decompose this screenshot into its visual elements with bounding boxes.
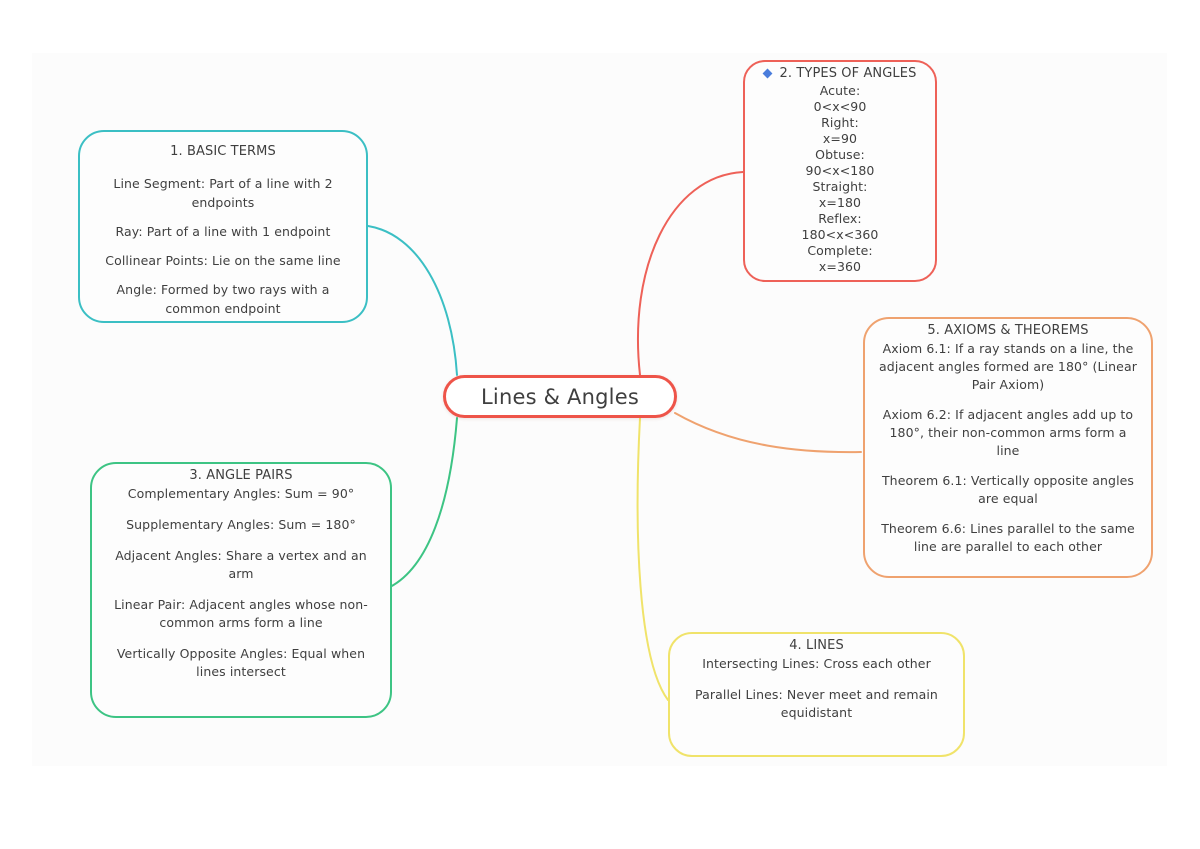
node-item: 180<x<360: [801, 227, 879, 242]
node-types-of-angles-title-row: 2. TYPES OF ANGLES: [753, 64, 927, 83]
node-axioms-theorems[interactable]: 5. AXIOMS & THEOREMS Axiom 6.1: If a ray…: [863, 317, 1153, 578]
node-axioms-theorems-title: 5. AXIOMS & THEOREMS: [927, 323, 1089, 338]
node-types-of-angles[interactable]: 2. TYPES OF ANGLES Acute: 0<x<90 Right: …: [743, 60, 937, 282]
node-item: Angle: Formed by two rays with a common …: [116, 282, 330, 316]
node-item: x=180: [818, 195, 862, 210]
node-item: Parallel Lines: Never meet and remain eq…: [695, 687, 938, 720]
node-item: Collinear Points: Lie on the same line: [105, 253, 341, 268]
central-topic-label: Lines & Angles: [481, 384, 639, 409]
node-basic-terms-title: 1. BASIC TERMS: [170, 144, 276, 159]
node-item: Line Segment: Part of a line with 2 endp…: [113, 176, 333, 210]
connector-basic-terms: [367, 225, 458, 376]
node-item: Right:: [821, 115, 859, 130]
node-item: x=90: [822, 131, 858, 146]
connector-types-of-angles: [636, 171, 744, 376]
node-item: Acute:: [819, 83, 861, 98]
node-item: Intersecting Lines: Cross each other: [702, 656, 931, 671]
node-item: x=360: [818, 259, 862, 274]
node-item: Theorem 6.6: Lines parallel to the same …: [881, 521, 1135, 554]
central-topic[interactable]: Lines & Angles: [443, 375, 677, 418]
node-item: Ray: Part of a line with 1 endpoint: [115, 224, 331, 239]
connector-axioms-theorems: [674, 412, 862, 454]
node-types-of-angles-title: 2. TYPES OF ANGLES: [779, 66, 917, 81]
node-item: Vertically Opposite Angles: Equal when l…: [116, 646, 366, 679]
node-item: Obtuse:: [815, 147, 865, 162]
node-item: Linear Pair: Adjacent angles whose non-c…: [114, 597, 368, 630]
node-item: Theorem 6.1: Vertically opposite angles …: [881, 473, 1135, 506]
node-basic-terms[interactable]: 1. BASIC TERMS Line Segment: Part of a l…: [78, 130, 368, 323]
node-item: 90<x<180: [805, 163, 875, 178]
node-item: Complete:: [807, 243, 873, 258]
node-item: Complementary Angles: Sum = 90°: [127, 486, 355, 501]
node-item: Straight:: [812, 179, 868, 194]
node-lines-title: 4. LINES: [789, 638, 844, 653]
node-angle-pairs[interactable]: 3. ANGLE PAIRS Complementary Angles: Sum…: [90, 462, 392, 718]
node-angle-pairs-title: 3. ANGLE PAIRS: [189, 468, 293, 483]
node-item: Supplementary Angles: Sum = 180°: [126, 517, 356, 532]
node-item: Axiom 6.2: If adjacent angles add up to …: [882, 407, 1134, 458]
node-lines[interactable]: 4. LINES Intersecting Lines: Cross each …: [668, 632, 965, 757]
node-item: Reflex:: [818, 211, 862, 226]
blue-diamond-icon: [762, 68, 772, 79]
connector-angle-pairs: [389, 417, 458, 588]
node-item: Adjacent Angles: Share a vertex and an a…: [115, 548, 367, 581]
node-item: 0<x<90: [813, 99, 867, 114]
node-item: Axiom 6.1: If a ray stands on a line, th…: [879, 341, 1137, 392]
connector-lines: [636, 417, 669, 701]
